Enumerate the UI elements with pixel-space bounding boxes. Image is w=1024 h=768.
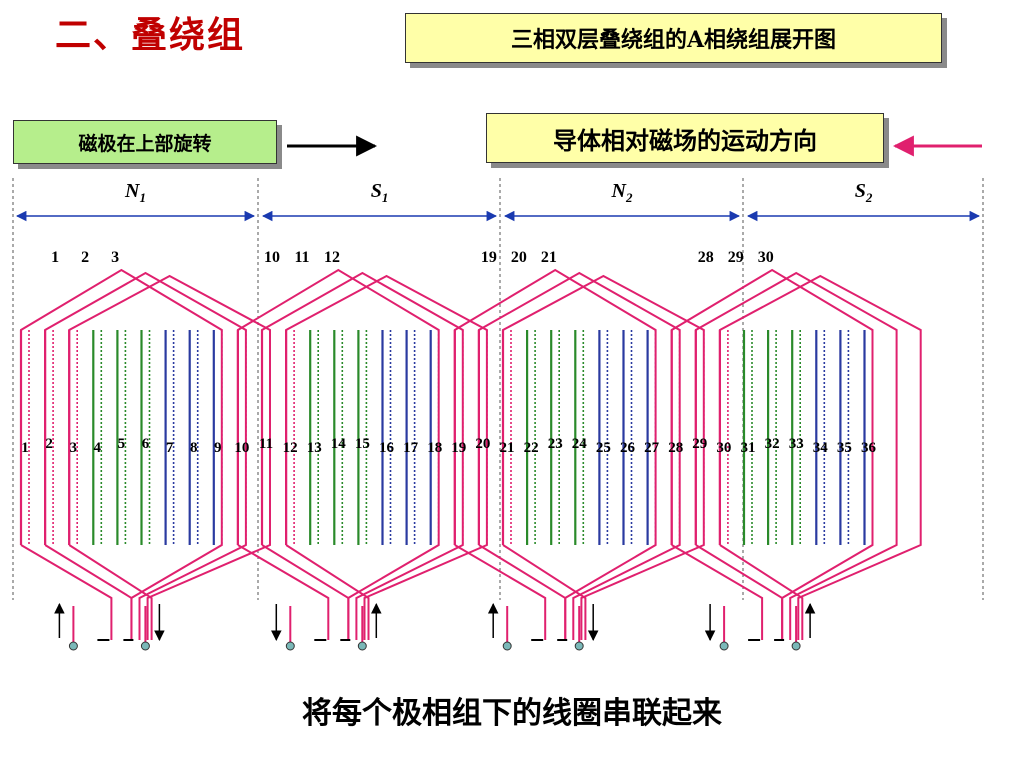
pole-rotation-label: 磁极在上部旋转 xyxy=(78,132,212,155)
coil-number-label: 20 xyxy=(511,249,527,266)
slot-number: 7 xyxy=(166,440,174,456)
coil-number-label: 11 xyxy=(294,249,309,266)
slot-number: 32 xyxy=(765,436,780,452)
coil-path xyxy=(502,274,705,640)
coil-number-label: 29 xyxy=(728,249,744,266)
slot-number: 15 xyxy=(355,436,370,452)
coil-number-label: 1 xyxy=(51,249,59,266)
coil-path xyxy=(671,544,764,640)
terminal-start xyxy=(68,641,78,651)
slot-number: 10 xyxy=(234,440,249,456)
slot-number: 8 xyxy=(190,440,198,456)
slot-number: 28 xyxy=(668,440,683,456)
slot-number: 11 xyxy=(259,436,273,452)
coil-path xyxy=(68,544,153,640)
header-box-label: 三相双层叠绕组的A相绕组展开图 xyxy=(510,27,837,53)
terminal-end xyxy=(357,641,367,651)
slot-number: 22 xyxy=(524,440,539,456)
terminal-end xyxy=(574,641,584,651)
terminal-start xyxy=(719,641,729,651)
slot-number: 6 xyxy=(142,436,150,452)
coil-path xyxy=(261,271,464,640)
slot-number: 18 xyxy=(427,440,442,456)
slot-number: 24 xyxy=(572,436,588,452)
pole-label: S1 xyxy=(371,180,389,205)
pole-letter: S xyxy=(855,180,866,202)
coil-path xyxy=(719,544,804,640)
coil-path xyxy=(20,544,113,640)
conductor-motion-label: 导体相对磁场的运动方向 xyxy=(553,125,817,155)
terminal-start xyxy=(502,641,512,651)
coil-path xyxy=(237,544,330,640)
slot-number: 3 xyxy=(69,440,77,456)
slot-number: 14 xyxy=(331,436,347,452)
slot-number: 20 xyxy=(475,436,490,452)
pole-letter: N xyxy=(124,180,141,202)
header-box: 三相双层叠绕组的A相绕组展开图 xyxy=(405,13,942,63)
slot-number: 17 xyxy=(403,440,419,456)
slot-number: 31 xyxy=(741,440,756,456)
slot-number: 5 xyxy=(118,436,126,452)
coil-path xyxy=(454,544,547,640)
pole-subscript: 1 xyxy=(382,190,389,205)
slot-number: 27 xyxy=(644,440,660,456)
coil-path xyxy=(694,271,898,640)
page-title: 二、叠绕组 xyxy=(55,14,246,56)
slot-number: 12 xyxy=(283,440,298,456)
slot-number: 4 xyxy=(94,440,102,456)
slot-number: 33 xyxy=(789,436,804,452)
coil-path xyxy=(285,274,488,640)
pole-subscript: 1 xyxy=(139,190,146,205)
slot-number: 2 xyxy=(45,436,53,452)
coil-path xyxy=(478,544,567,640)
slot-number: 36 xyxy=(861,440,877,456)
slot-number: 9 xyxy=(214,440,222,456)
slot-number: 34 xyxy=(813,440,829,456)
pole-rotation-box: 磁极在上部旋转 xyxy=(13,120,277,164)
pole-subscript: 2 xyxy=(625,190,633,205)
pole-label: N2 xyxy=(611,180,633,205)
pole-letter: N xyxy=(611,180,628,202)
coil-path xyxy=(261,544,350,640)
slot-number: 16 xyxy=(379,440,395,456)
pole-label: N1 xyxy=(124,180,146,205)
slot-number: 13 xyxy=(307,440,322,456)
slot-number: 30 xyxy=(716,440,731,456)
slot-number: 25 xyxy=(596,440,611,456)
terminal-end xyxy=(791,641,801,651)
coil-number-label: 10 xyxy=(264,249,280,266)
slot-number: 1 xyxy=(21,440,29,456)
slot-number: 21 xyxy=(500,440,515,456)
coil-path xyxy=(285,544,370,640)
coil-number-label: 30 xyxy=(758,249,774,266)
pole-letter: S xyxy=(371,180,382,202)
coil-number-label: 2 xyxy=(81,249,89,266)
terminal-end xyxy=(140,641,150,651)
coil-number-label: 3 xyxy=(111,249,119,266)
coil-path xyxy=(718,274,922,640)
coil-number-label: 21 xyxy=(541,249,557,266)
coil-path xyxy=(695,544,784,640)
coil-number-label: 19 xyxy=(481,249,497,266)
coil-path xyxy=(477,271,681,640)
slot-number: 29 xyxy=(692,436,707,452)
slot-number: 23 xyxy=(548,436,563,452)
coil-path xyxy=(502,544,587,640)
conductor-motion-box: 导体相对磁场的运动方向 xyxy=(486,113,884,163)
terminal-start xyxy=(285,641,295,651)
coil-number-label: 28 xyxy=(698,249,714,266)
coil-path xyxy=(44,544,133,640)
slot-number: 19 xyxy=(451,440,466,456)
coil-path xyxy=(44,271,247,640)
coil-number-label: 12 xyxy=(324,249,340,266)
pole-label: S2 xyxy=(855,180,873,205)
coil-path xyxy=(68,274,271,640)
caption: 将每个极相组下的线圈串联起来 xyxy=(302,696,722,731)
slot-number: 26 xyxy=(620,440,636,456)
slot-number: 35 xyxy=(837,440,852,456)
pole-subscript: 2 xyxy=(865,190,873,205)
